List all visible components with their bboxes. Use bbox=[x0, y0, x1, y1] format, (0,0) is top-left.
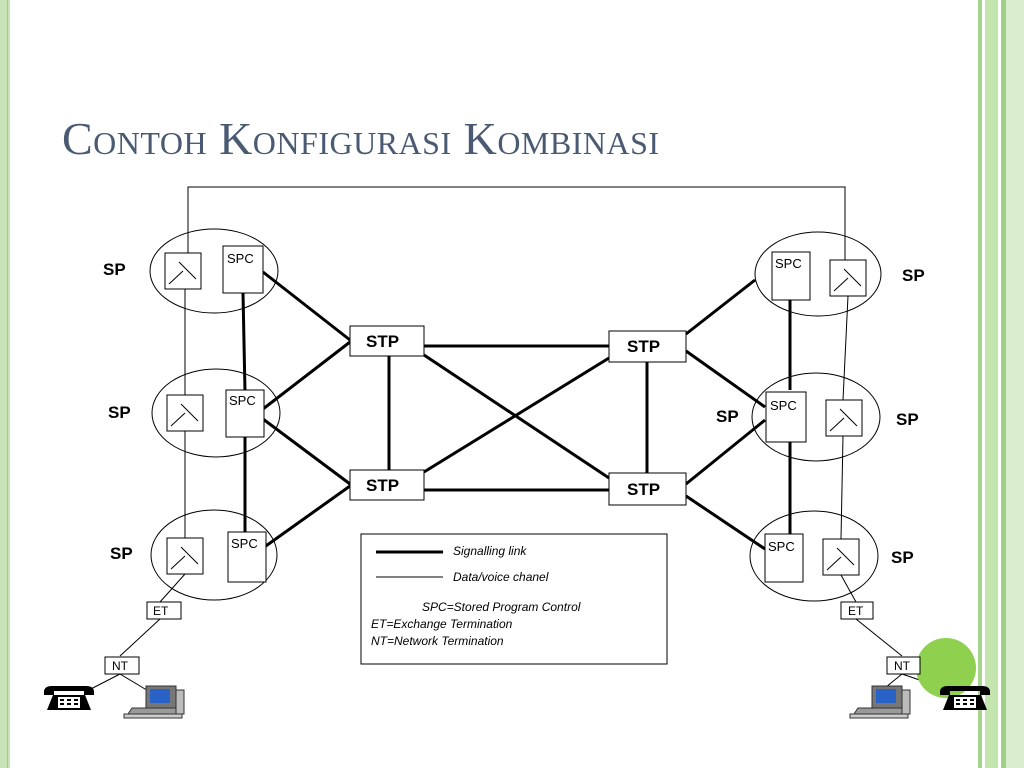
spc-box bbox=[771, 251, 811, 301]
stp-box-top-left: STP bbox=[349, 325, 425, 357]
computer-icon bbox=[123, 685, 185, 719]
stp-box-bottom-right: STP bbox=[608, 472, 687, 506]
slide-title: Contoh Konfigurasi Kombinasi bbox=[62, 113, 660, 164]
sp-label: SP bbox=[103, 260, 126, 279]
spc-label: SPC bbox=[231, 536, 258, 551]
nt-box-left: NT bbox=[104, 656, 140, 675]
sp-label-inner: SP bbox=[716, 407, 739, 426]
sp-node-left-3: SPC SP bbox=[110, 509, 278, 601]
sp-node-right-3: SPC SP bbox=[749, 510, 914, 602]
accent-circle bbox=[916, 638, 976, 698]
spc-box bbox=[764, 533, 804, 583]
et-box-right: ET bbox=[840, 601, 874, 620]
stp-box-bottom-left: STP bbox=[349, 469, 425, 501]
nt-label: NT bbox=[894, 659, 911, 673]
sp-node-right-2: SPC SP SP bbox=[716, 372, 919, 462]
spc-box bbox=[227, 531, 267, 583]
nt-box-right: NT bbox=[886, 656, 921, 675]
telephone-icon bbox=[940, 686, 990, 710]
sp-label: SP bbox=[902, 266, 925, 285]
sp-node-left-2: SPC SP bbox=[108, 368, 281, 458]
spc-box bbox=[225, 389, 265, 438]
telephone-icon bbox=[44, 686, 94, 710]
stp-label: STP bbox=[366, 476, 399, 495]
sp-label: SP bbox=[108, 403, 131, 422]
legend-et-definition: ET=Exchange Termination bbox=[371, 617, 513, 631]
stp-box-top-right: STP bbox=[608, 330, 687, 363]
stp-label: STP bbox=[366, 332, 399, 351]
spc-label: SPC bbox=[229, 393, 256, 408]
legend-signalling-link: Signalling link bbox=[453, 544, 527, 558]
sp-node-right-1: SPC SP bbox=[754, 231, 925, 317]
et-label: ET bbox=[153, 604, 169, 618]
nt-label: NT bbox=[112, 659, 129, 673]
left-border-decoration bbox=[0, 0, 10, 768]
spc-box bbox=[765, 391, 807, 443]
sp-label: SP bbox=[896, 410, 919, 429]
sp-label: SP bbox=[891, 548, 914, 567]
legend-box: Signalling link Data/voice chanel SPC=St… bbox=[360, 533, 668, 665]
signalling-links bbox=[241, 270, 792, 551]
right-border-decoration bbox=[976, 0, 1024, 768]
spc-box bbox=[222, 245, 264, 294]
sp-node-left-1: SPC SP bbox=[103, 228, 279, 314]
legend-spc-definition: SPC=Stored Program Control bbox=[422, 600, 581, 614]
legend-nt-definition: NT=Network Termination bbox=[371, 634, 504, 648]
stp-label: STP bbox=[627, 337, 660, 356]
spc-label: SPC bbox=[768, 539, 795, 554]
et-label: ET bbox=[848, 604, 864, 618]
stp-label: STP bbox=[627, 480, 660, 499]
et-box-left: ET bbox=[146, 601, 182, 620]
spc-label: SPC bbox=[770, 398, 797, 413]
sp-label: SP bbox=[110, 544, 133, 563]
spc-label: SPC bbox=[775, 256, 802, 271]
spc-label: SPC bbox=[227, 251, 254, 266]
computer-icon bbox=[849, 685, 911, 719]
legend-data-voice: Data/voice chanel bbox=[453, 570, 549, 584]
